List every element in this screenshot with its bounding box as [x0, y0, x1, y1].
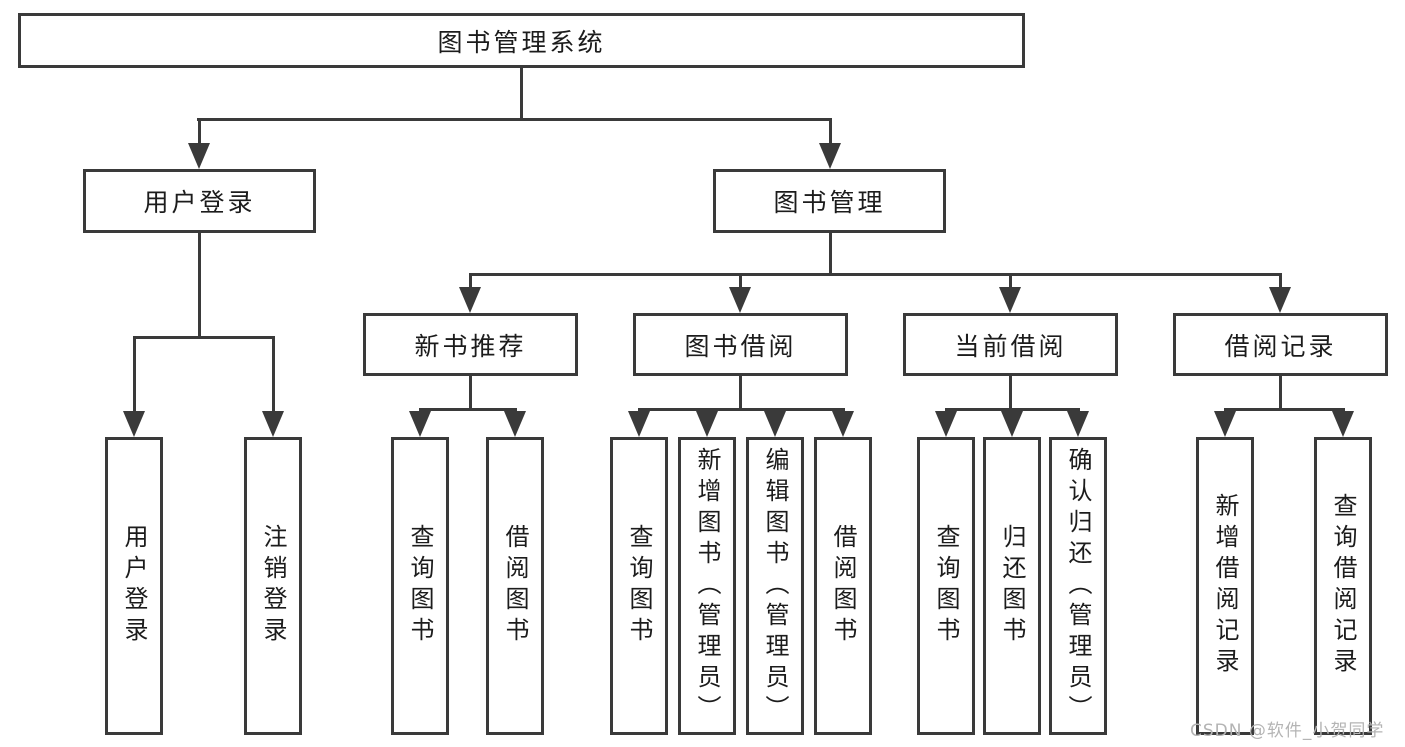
arrow-down-icon — [262, 411, 284, 437]
node-user-login: 用户登录 — [83, 169, 316, 233]
leaf-add-borrow-record: 新增借阅记录 — [1196, 437, 1254, 735]
leaf-user-login-label: 用户登录 — [120, 524, 148, 648]
leaf-borrow-books-1-label: 借阅图书 — [501, 524, 529, 648]
arrow-down-icon — [819, 143, 841, 169]
connector-borrowing-records-stem — [1279, 376, 1282, 408]
node-library-system-label: 图书管理系统 — [437, 27, 606, 57]
csdn-watermark: CSDN @软件_小贺同学 — [1190, 721, 1385, 741]
connector-new-book-stem — [469, 376, 472, 408]
node-new-book-recommendation-label: 新书推荐 — [414, 331, 527, 361]
connector-drop-book-borrowing — [738, 273, 742, 289]
connector-book-management-rail — [468, 273, 1282, 276]
leaf-add-book-admin-label: 新增图书（管理员） — [693, 446, 721, 726]
leaf-edit-book-admin: 编辑图书（管理员） — [746, 437, 804, 735]
leaf-query-books-2-label: 查询图书 — [625, 524, 653, 648]
connector-user-login-rail — [132, 336, 275, 339]
arrow-down-icon — [628, 411, 650, 437]
arrow-down-icon — [1067, 411, 1089, 437]
node-user-login-label: 用户登录 — [143, 188, 256, 217]
arrow-down-icon — [188, 143, 210, 169]
leaf-confirm-return-admin-label: 确认归还（管理员） — [1064, 446, 1092, 726]
node-current-borrowing-label: 当前借阅 — [954, 331, 1067, 361]
arrow-down-icon — [999, 287, 1021, 313]
connector-user-login-stem — [197, 233, 201, 336]
leaf-logout: 注销登录 — [244, 437, 302, 735]
arrow-down-icon — [832, 411, 854, 437]
node-book-borrowing: 图书借阅 — [633, 313, 848, 376]
leaf-query-borrow-record: 查询借阅记录 — [1314, 437, 1372, 735]
arrow-down-icon — [504, 411, 526, 437]
node-new-book-recommendation: 新书推荐 — [363, 313, 578, 376]
leaf-borrow-books-2-label: 借阅图书 — [829, 524, 857, 648]
arrow-down-icon — [409, 411, 431, 437]
connector-book-borrowing-stem — [739, 376, 742, 408]
connector-root-rail — [197, 118, 831, 121]
connector-new-book-rail — [418, 408, 517, 411]
arrow-down-icon — [1269, 287, 1291, 313]
leaf-return-book-label: 归还图书 — [998, 524, 1026, 648]
connector-current-borrowing-rail — [944, 408, 1080, 411]
arrow-down-icon — [1332, 411, 1354, 437]
node-borrowing-records: 借阅记录 — [1173, 313, 1388, 376]
connector-drop-current-borrowing — [1008, 273, 1012, 289]
leaf-return-book: 归还图书 — [983, 437, 1041, 735]
connector-root-stem — [520, 68, 523, 118]
connector-book-borrowing-rail — [637, 408, 845, 411]
arrow-down-icon — [123, 411, 145, 437]
arrow-down-icon — [729, 287, 751, 313]
connector-drop-user-login — [197, 118, 201, 145]
connector-book-management-stem — [828, 233, 832, 273]
connector-current-borrowing-stem — [1009, 376, 1012, 408]
leaf-edit-book-admin-label: 编辑图书（管理员） — [761, 446, 789, 726]
arrow-down-icon — [1001, 411, 1023, 437]
arrow-down-icon — [935, 411, 957, 437]
leaf-add-book-admin: 新增图书（管理员） — [678, 437, 736, 735]
leaf-query-books-1: 查询图书 — [391, 437, 449, 735]
node-borrowing-records-label: 借阅记录 — [1224, 331, 1337, 361]
node-book-borrowing-label: 图书借阅 — [684, 331, 797, 361]
connector-drop-new-book — [468, 273, 472, 289]
leaf-query-books-2: 查询图书 — [610, 437, 668, 735]
connector-drop-borrowing-records — [1278, 273, 1282, 289]
arrow-down-icon — [764, 411, 786, 437]
arrow-down-icon — [1214, 411, 1236, 437]
connector-drop-leaf-user-login — [132, 336, 136, 413]
arrow-down-icon — [696, 411, 718, 437]
connector-drop-book-management — [828, 118, 832, 145]
leaf-user-login: 用户登录 — [105, 437, 163, 735]
leaf-query-books-3: 查询图书 — [917, 437, 975, 735]
leaf-confirm-return-admin: 确认归还（管理员） — [1049, 437, 1107, 735]
leaf-query-borrow-record-label: 查询借阅记录 — [1329, 493, 1357, 679]
leaf-query-books-1-label: 查询图书 — [406, 524, 434, 648]
node-library-system: 图书管理系统 — [18, 13, 1025, 68]
node-current-borrowing: 当前借阅 — [903, 313, 1118, 376]
connector-borrowing-records-rail — [1223, 408, 1345, 411]
leaf-add-borrow-record-label: 新增借阅记录 — [1211, 493, 1239, 679]
node-book-management: 图书管理 — [713, 169, 946, 233]
leaf-query-books-3-label: 查询图书 — [932, 524, 960, 648]
leaf-borrow-books-2: 借阅图书 — [814, 437, 872, 735]
node-book-management-label: 图书管理 — [773, 188, 886, 217]
leaf-logout-label: 注销登录 — [259, 524, 287, 648]
leaf-borrow-books-1: 借阅图书 — [486, 437, 544, 735]
connector-drop-leaf-logout — [271, 336, 275, 413]
arrow-down-icon — [459, 287, 481, 313]
